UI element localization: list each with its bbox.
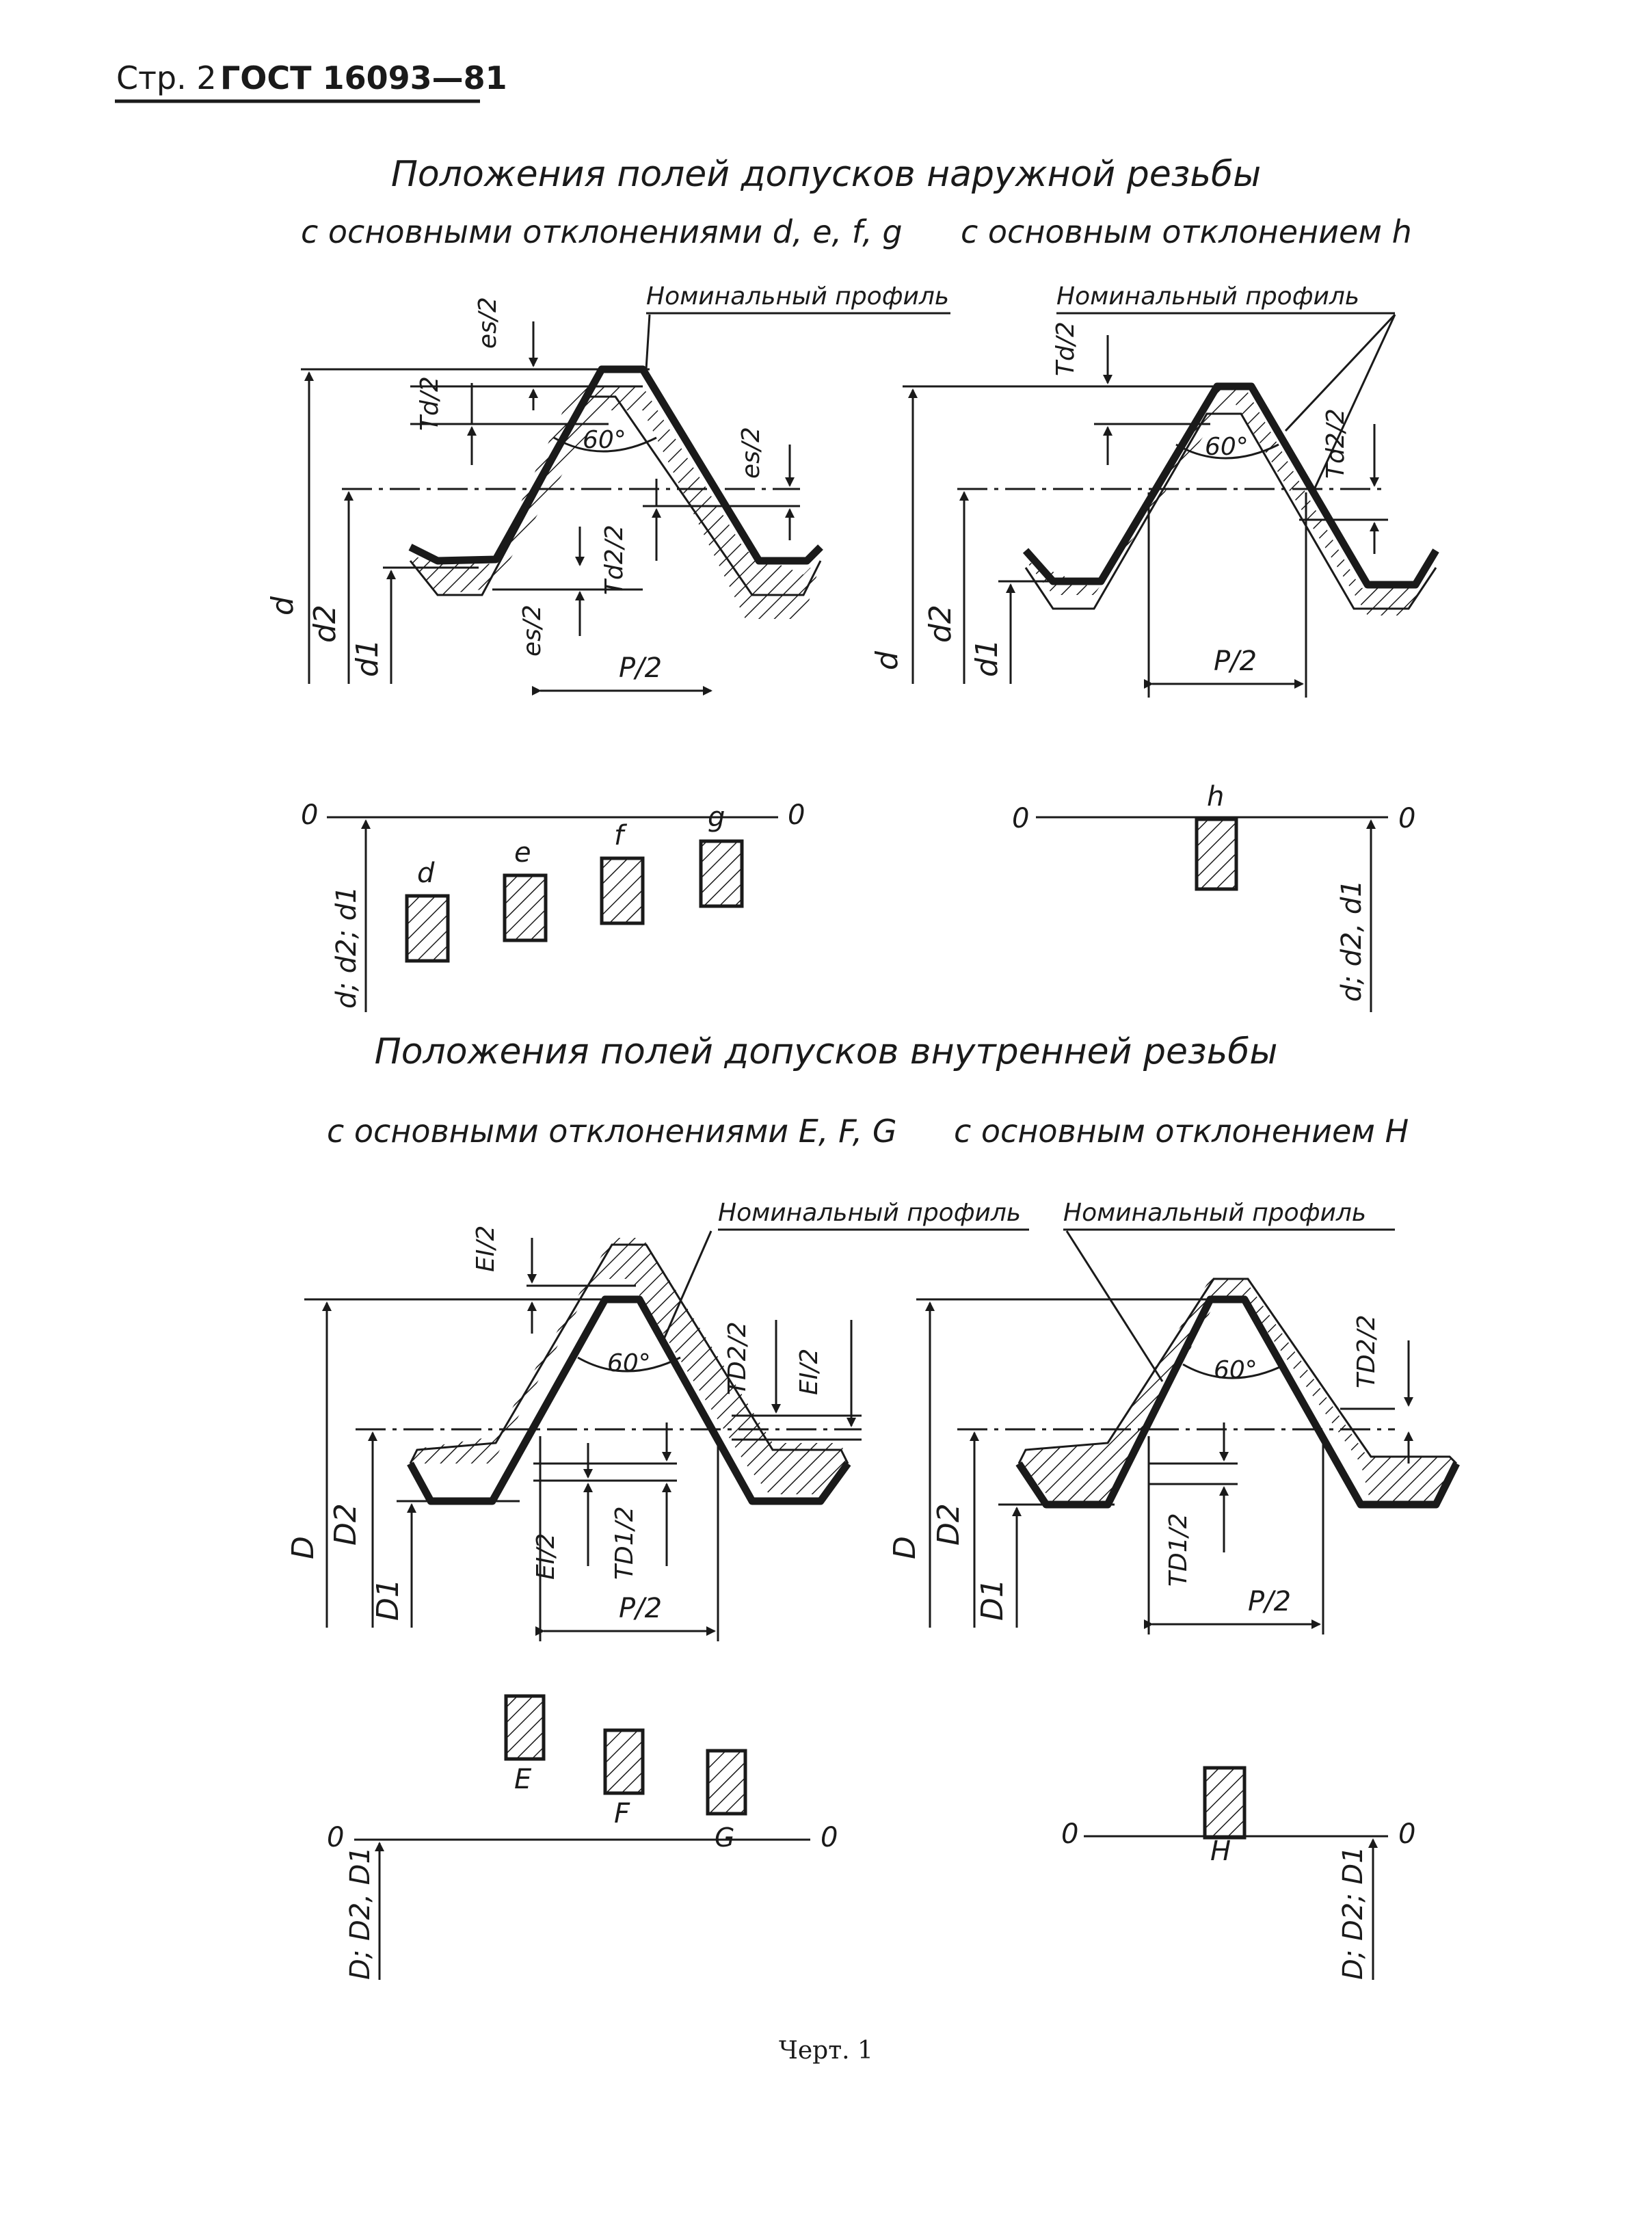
internal-left-fields: E F G 0 0 D; D2, D1 bbox=[327, 1694, 838, 1980]
internal-right-subtitle: с основным отклонением H bbox=[954, 1113, 1409, 1150]
page-label: Стр. 2 bbox=[116, 59, 217, 96]
nominal-profile-leader bbox=[645, 314, 651, 370]
nominal-profile-label: Номинальный профиль bbox=[718, 1199, 1021, 1227]
nominal-profile-label: Номинальный профиль bbox=[646, 282, 949, 310]
zero-right: 0 bbox=[821, 1822, 838, 1853]
internal-right-fields: H 0 0 D; D2; D1 bbox=[1061, 1766, 1415, 1980]
axis-label: D; D2; D1 bbox=[1337, 1846, 1369, 1980]
field-f bbox=[600, 856, 645, 925]
Td2-label: Td2/2 bbox=[600, 525, 628, 595]
external-right-diagram: Номинальный профиль d d2 d1 Td/2 60° Td2… bbox=[870, 282, 1439, 698]
EI-bottom-label: EI/2 bbox=[532, 1533, 560, 1580]
D2-label: D2 bbox=[328, 1503, 363, 1546]
d-label: d bbox=[265, 596, 300, 615]
external-right-subtitle: с основным отклонением h bbox=[961, 213, 1412, 250]
angle-label: 60° bbox=[607, 1349, 651, 1377]
D2-label: D2 bbox=[931, 1503, 966, 1546]
zero-right: 0 bbox=[1398, 803, 1415, 834]
external-title: Положения полей допусков наружной резьбы bbox=[391, 154, 1261, 195]
TD2-label: TD2/2 bbox=[1353, 1314, 1381, 1388]
EI-top-label: EI/2 bbox=[472, 1226, 500, 1272]
standard-number: ГОСТ 16093—81 bbox=[220, 59, 507, 96]
field-d bbox=[405, 894, 450, 963]
axis-label: D; D2, D1 bbox=[345, 1846, 376, 1980]
nominal-profile-label: Номинальный профиль bbox=[1063, 1199, 1366, 1227]
page-header: Стр. 2 ГОСТ 16093—81 bbox=[115, 59, 507, 103]
internal-right-diagram: Номинальный профиль D D2 D1 60° TD2/2 TD… bbox=[888, 1199, 1460, 1634]
d-label: d bbox=[870, 650, 905, 670]
external-right-fields: 0 0 d; d2, d1 h bbox=[1012, 781, 1415, 1012]
axis-label: d; d2; d1 bbox=[331, 886, 362, 1009]
D1-label: D1 bbox=[371, 1578, 405, 1621]
es-bottom-label: es/2 bbox=[518, 605, 546, 657]
field-G bbox=[706, 1749, 747, 1816]
D1-label: D1 bbox=[975, 1578, 1010, 1621]
P-half-label: P/2 bbox=[1214, 646, 1257, 677]
tolerance-zone-hatch bbox=[1026, 386, 1426, 615]
tolerance-boundary-line bbox=[409, 395, 822, 596]
zero-left: 0 bbox=[327, 1822, 344, 1853]
field-E bbox=[504, 1694, 546, 1761]
P-half-label: P/2 bbox=[1248, 1586, 1291, 1617]
field-H-label: H bbox=[1210, 1836, 1231, 1867]
tolerance-zone-hatch bbox=[1019, 1279, 1456, 1505]
Td-label: Td/2 bbox=[416, 376, 444, 431]
Td-label: Td/2 bbox=[1052, 321, 1080, 376]
field-e bbox=[503, 873, 548, 942]
field-E-label: E bbox=[514, 1764, 532, 1795]
internal-left-subtitle: с основными отклонениями E, F, G bbox=[327, 1113, 897, 1150]
external-left-fields: 0 0 d; d2; d1 d e f g bbox=[301, 799, 805, 1012]
D-label: D bbox=[888, 1536, 922, 1559]
external-left-subtitle: с основными отклонениями d, e, f, g bbox=[301, 213, 903, 250]
TD1-label: TD1/2 bbox=[611, 1506, 639, 1580]
field-h-label: h bbox=[1207, 781, 1224, 812]
zero-left: 0 bbox=[301, 799, 318, 831]
TD1-label: TD1/2 bbox=[1164, 1513, 1193, 1587]
D-label: D bbox=[286, 1536, 321, 1559]
Td2-label: Td2/2 bbox=[1322, 408, 1350, 479]
field-d-label: d bbox=[417, 858, 435, 889]
external-left-diagram: Номинальный профиль d d2 d1 es/2 Td/2 60… bbox=[265, 282, 950, 696]
es-right-label: es/2 bbox=[737, 427, 765, 479]
axis-label: d; d2, d1 bbox=[1336, 879, 1368, 1002]
internal-left-diagram: Номинальный профиль D D2 D1 EI/2 60° TD2… bbox=[286, 1199, 1029, 1641]
field-h bbox=[1195, 817, 1238, 891]
zero-left: 0 bbox=[1061, 1818, 1078, 1850]
angle-label: 60° bbox=[1214, 1356, 1257, 1384]
field-e-label: e bbox=[514, 837, 531, 869]
nominal-profile-label: Номинальный профиль bbox=[1056, 282, 1359, 310]
EI-right-label: EI/2 bbox=[795, 1349, 823, 1395]
field-F-label: F bbox=[614, 1798, 630, 1829]
zero-right: 0 bbox=[788, 799, 805, 831]
field-F bbox=[603, 1728, 645, 1795]
d2-label: d2 bbox=[308, 605, 343, 643]
field-f-label: f bbox=[614, 820, 628, 851]
d1-label: d1 bbox=[970, 639, 1004, 677]
P-half-label: P/2 bbox=[619, 652, 662, 684]
d2-label: d2 bbox=[923, 605, 958, 643]
figure-caption: Черт. 1 bbox=[779, 2037, 873, 2065]
field-g-label: g bbox=[708, 802, 725, 833]
zero-right: 0 bbox=[1398, 1818, 1415, 1850]
TD2-label: TD2/2 bbox=[723, 1321, 751, 1395]
d1-label: d1 bbox=[350, 639, 385, 677]
field-G-label: G bbox=[715, 1823, 734, 1853]
internal-title: Положения полей допусков внутренней резь… bbox=[375, 1031, 1278, 1072]
P-half-label: P/2 bbox=[619, 1593, 662, 1624]
zero-left: 0 bbox=[1012, 803, 1029, 834]
es-top-label: es/2 bbox=[474, 297, 502, 349]
field-g bbox=[699, 839, 744, 908]
field-H bbox=[1203, 1766, 1247, 1840]
